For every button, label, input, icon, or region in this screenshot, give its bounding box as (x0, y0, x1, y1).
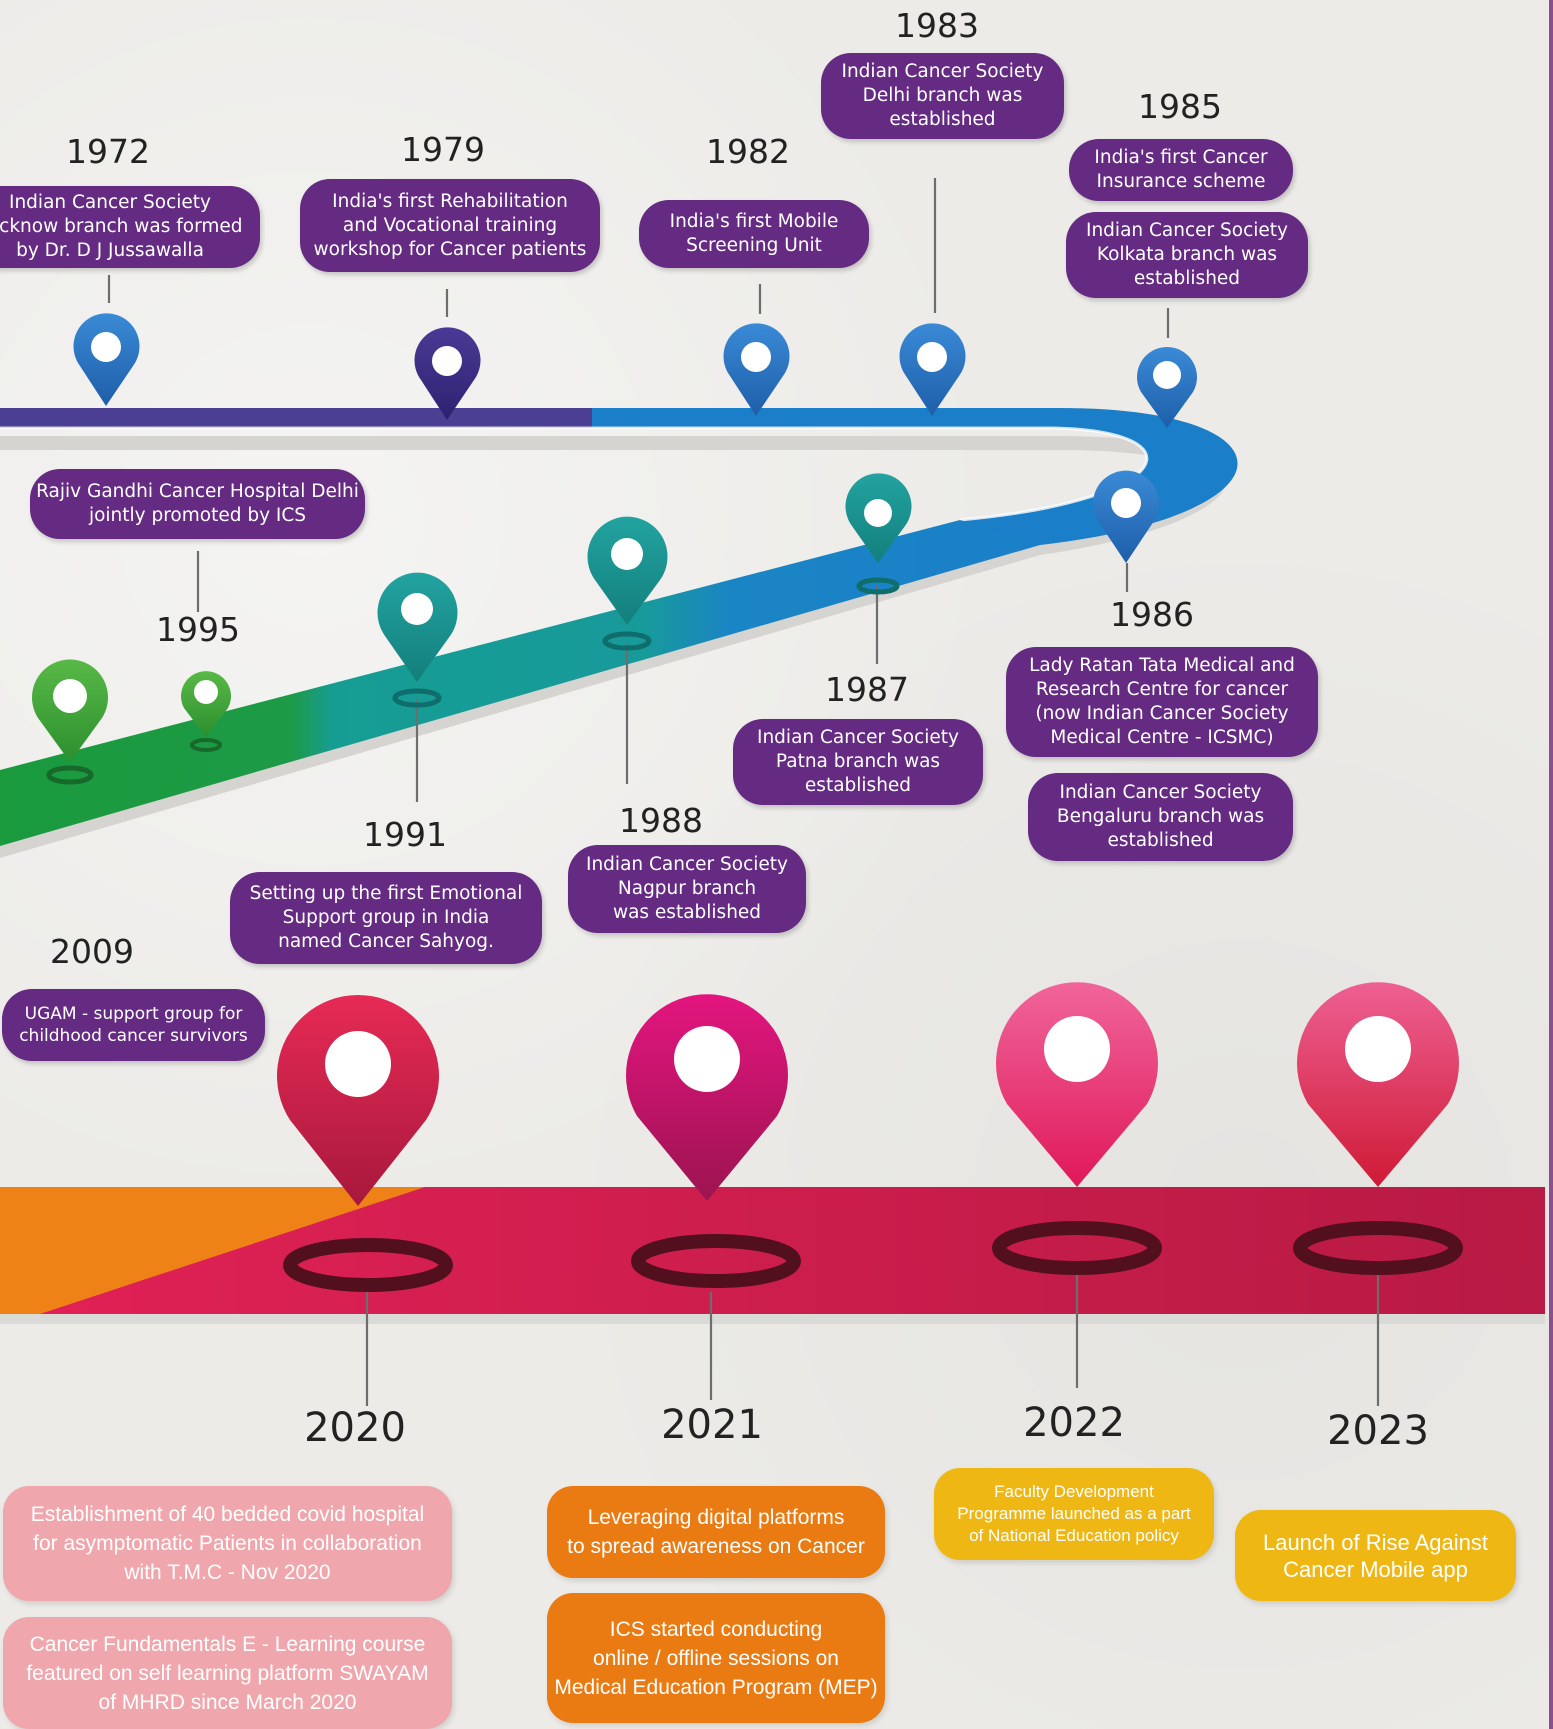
pin-1979 (414, 327, 481, 420)
year-2020: 2020 (304, 1405, 406, 1451)
year-2021: 2021 (661, 1402, 763, 1448)
year-1979: 1979 (401, 130, 485, 169)
callout-1986-bengaluru: Indian Cancer Society Bengaluru branch w… (1028, 773, 1293, 861)
year-1987: 1987 (825, 670, 909, 709)
year-1985: 1985 (1138, 87, 1222, 126)
right-border (1549, 0, 1553, 1729)
year-1986: 1986 (1110, 595, 1194, 634)
connector-lines (107, 178, 1380, 1406)
lower-timeline-road (0, 1187, 1545, 1324)
pin-2009 (32, 659, 108, 785)
callout-2023: Launch of Rise Against Cancer Mobile app (1235, 1510, 1516, 1601)
year-1982: 1982 (706, 132, 790, 171)
callout-2021-mep: ICS started conducting online / offline … (547, 1593, 885, 1723)
year-1995: 1995 (156, 610, 240, 649)
pin-1987 (845, 473, 912, 595)
callout-1995: Rajiv Gandhi Cancer Hospital Delhi joint… (30, 469, 365, 539)
pin-2021 (626, 994, 801, 1288)
callout-1982: India's first Mobile Screening Unit (639, 200, 869, 268)
callout-1983: Indian Cancer Society Delhi branch was e… (821, 53, 1064, 139)
pin-1972 (73, 313, 140, 406)
callout-2020-covid-hospital: Establishment of 40 bedded covid hospita… (3, 1486, 452, 1601)
road-segment-orange (0, 1187, 425, 1314)
pin-1988 (587, 516, 668, 651)
pin-1991 (377, 572, 458, 708)
pin-1985 (1137, 347, 1197, 428)
callout-1988: Indian Cancer Society Nagpur branch was … (568, 845, 806, 933)
callout-1987: Indian Cancer Society Patna branch was e… (733, 719, 983, 805)
year-1988: 1988 (619, 801, 703, 840)
pin-1986 (1093, 470, 1160, 563)
callout-2009: UGAM - support group for childhood cance… (2, 989, 265, 1061)
year-2023: 2023 (1327, 1408, 1429, 1454)
pin-1983 (899, 323, 966, 416)
callout-1986-icsmc: Lady Ratan Tata Medical and Research Cen… (1006, 647, 1318, 757)
pin-2023 (1293, 982, 1463, 1275)
year-1972: 1972 (66, 132, 150, 171)
year-2022: 2022 (1023, 1400, 1125, 1446)
pin-2020 (277, 994, 453, 1292)
year-1983: 1983 (895, 6, 979, 45)
callout-1972: Indian Cancer Society Lucknow branch was… (0, 186, 260, 268)
road-segment-purple (0, 408, 592, 428)
callout-1991: Setting up the first Emotional Support g… (230, 872, 542, 964)
pin-1995 (181, 671, 231, 752)
pin-1982 (723, 323, 790, 416)
callout-1979: India's first Rehabilitation and Vocatio… (300, 179, 600, 272)
road-segment-blue (592, 408, 1238, 552)
callout-1985-kolkata: Indian Cancer Society Kolkata branch was… (1066, 212, 1308, 298)
callout-2020-swayam: Cancer Fundamentals E - Learning course … (3, 1617, 452, 1729)
year-2009: 2009 (50, 932, 134, 971)
pin-2022 (992, 982, 1162, 1275)
year-1991: 1991 (363, 815, 447, 854)
road-segment-diagonal (0, 520, 1040, 846)
callout-2022: Faculty Development Programme launched a… (934, 1468, 1214, 1560)
callout-1985-insurance: India's first Cancer Insurance scheme (1069, 139, 1293, 201)
callout-2021-digital: Leveraging digital platforms to spread a… (547, 1486, 885, 1578)
